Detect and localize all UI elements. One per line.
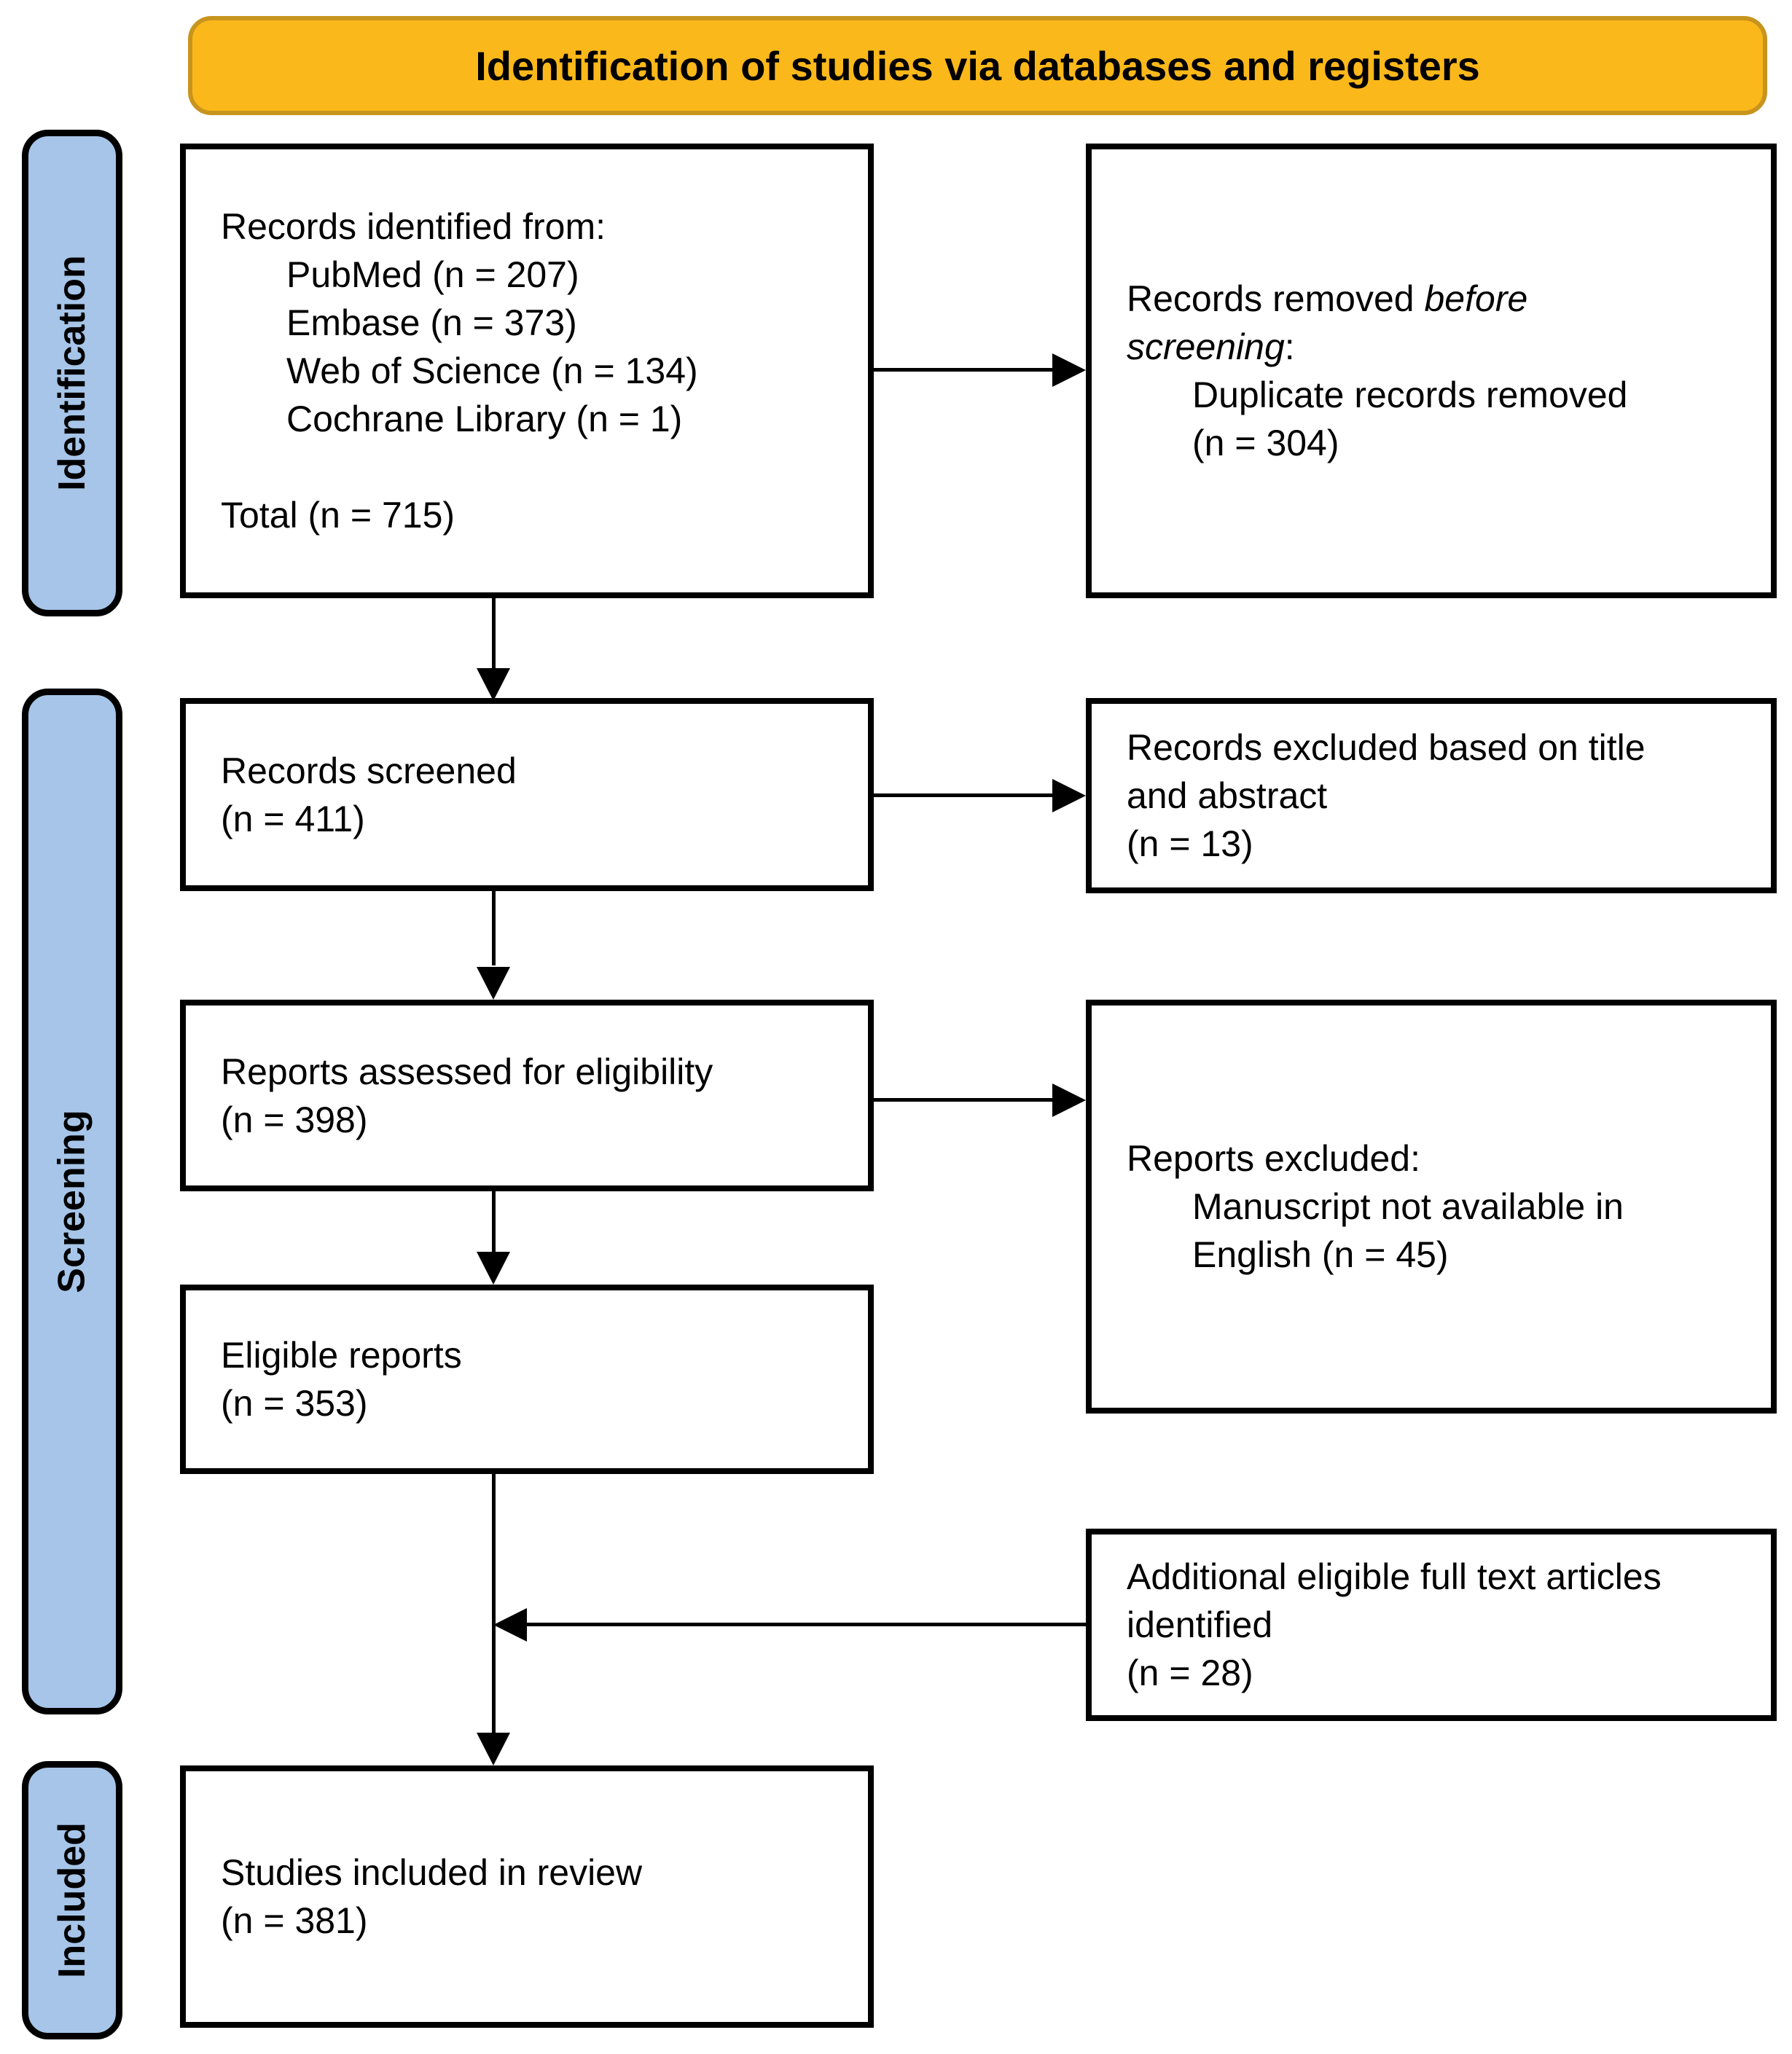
arrow-assessed-to-eligible-line [492,1191,496,1253]
arrow-screened-to-excluded-head [1052,779,1086,812]
reports-assessed-count: (n = 398) [221,1099,368,1140]
arrow-assessed-to-eligible-head [477,1252,510,1285]
records-identified-source-embase: Embase (n = 373) [286,302,577,343]
eligible-reports-label: Eligible reports [221,1335,462,1376]
records-screened-label: Records screened [221,750,517,791]
additional-articles-count: (n = 28) [1127,1653,1253,1693]
records-removed-heading-line2: screening: [1127,326,1295,367]
reports-excluded-item-line1: Manuscript not available in [1192,1186,1624,1227]
records-identified-source-cochrane: Cochrane Library (n = 1) [286,399,683,439]
arrow-assessed-to-reports-excluded-line [874,1098,1052,1102]
stage-screening: Screening [22,689,122,1714]
arrow-identified-to-removed-head [1052,353,1086,387]
studies-included-label: Studies included in review [221,1852,643,1893]
stage-identification-label: Identification [51,255,93,491]
stage-included-label: Included [51,1822,94,1978]
records-excluded-count: (n = 13) [1127,823,1253,864]
studies-included-count: (n = 381) [221,1900,368,1941]
arrow-screened-to-assessed-head [477,967,510,1000]
arrow-eligible-to-included-line [492,1474,496,1734]
stage-included: Included [22,1761,122,2039]
box-studies-included: Studies included in review (n = 381) [180,1765,874,2028]
box-records-removed: Records removed before screening: Duplic… [1086,144,1777,598]
box-reports-excluded: Reports excluded: Manuscript not availab… [1086,1000,1777,1414]
stage-screening-label: Screening [51,1110,94,1293]
reports-assessed-label: Reports assessed for eligibility [221,1051,713,1092]
records-removed-count: (n = 304) [1192,423,1339,463]
title-banner-label: Identification of studies via databases … [475,42,1480,89]
records-excluded-line2: and abstract [1127,775,1328,816]
box-records-identified: Records identified from: PubMed (n = 207… [180,144,874,598]
title-banner: Identification of studies via databases … [188,16,1767,115]
arrow-additional-to-flow-line [527,1623,1086,1626]
records-identified-total: Total (n = 715) [221,495,455,536]
records-screened-count: (n = 411) [221,798,365,839]
arrow-identified-to-screened-head [477,668,510,701]
arrow-screened-to-excluded-line [874,793,1052,797]
arrow-identified-to-screened-line [492,598,496,670]
eligible-reports-count: (n = 353) [221,1383,368,1424]
arrow-screened-to-assessed-line [492,891,496,965]
arrow-eligible-to-included-head [477,1733,510,1765]
records-identified-heading: Records identified from: [221,206,606,247]
box-records-excluded: Records excluded based on title and abst… [1086,698,1777,893]
arrow-assessed-to-reports-excluded-head [1052,1083,1086,1117]
box-records-screened: Records screened (n = 411) [180,698,874,891]
box-reports-assessed: Reports assessed for eligibility (n = 39… [180,1000,874,1191]
spacer [221,443,856,491]
additional-articles-line1: Additional eligible full text articles [1127,1556,1662,1597]
box-eligible-reports: Eligible reports (n = 353) [180,1285,874,1474]
stage-identification: Identification [22,130,122,616]
records-removed-item: Duplicate records removed [1192,375,1628,415]
records-identified-source-wos: Web of Science (n = 134) [286,350,698,391]
arrow-identified-to-removed-line [874,368,1052,372]
records-identified-source-pubmed: PubMed (n = 207) [286,254,579,295]
records-excluded-line1: Records excluded based on title [1127,727,1646,768]
reports-excluded-heading: Reports excluded: [1127,1138,1421,1179]
arrow-additional-to-flow-head [493,1608,527,1642]
box-additional-articles: Additional eligible full text articles i… [1086,1529,1777,1721]
records-removed-heading-line1: Records removed before [1127,278,1528,319]
additional-articles-line2: identified [1127,1604,1273,1645]
reports-excluded-item-line2: English (n = 45) [1192,1234,1449,1275]
